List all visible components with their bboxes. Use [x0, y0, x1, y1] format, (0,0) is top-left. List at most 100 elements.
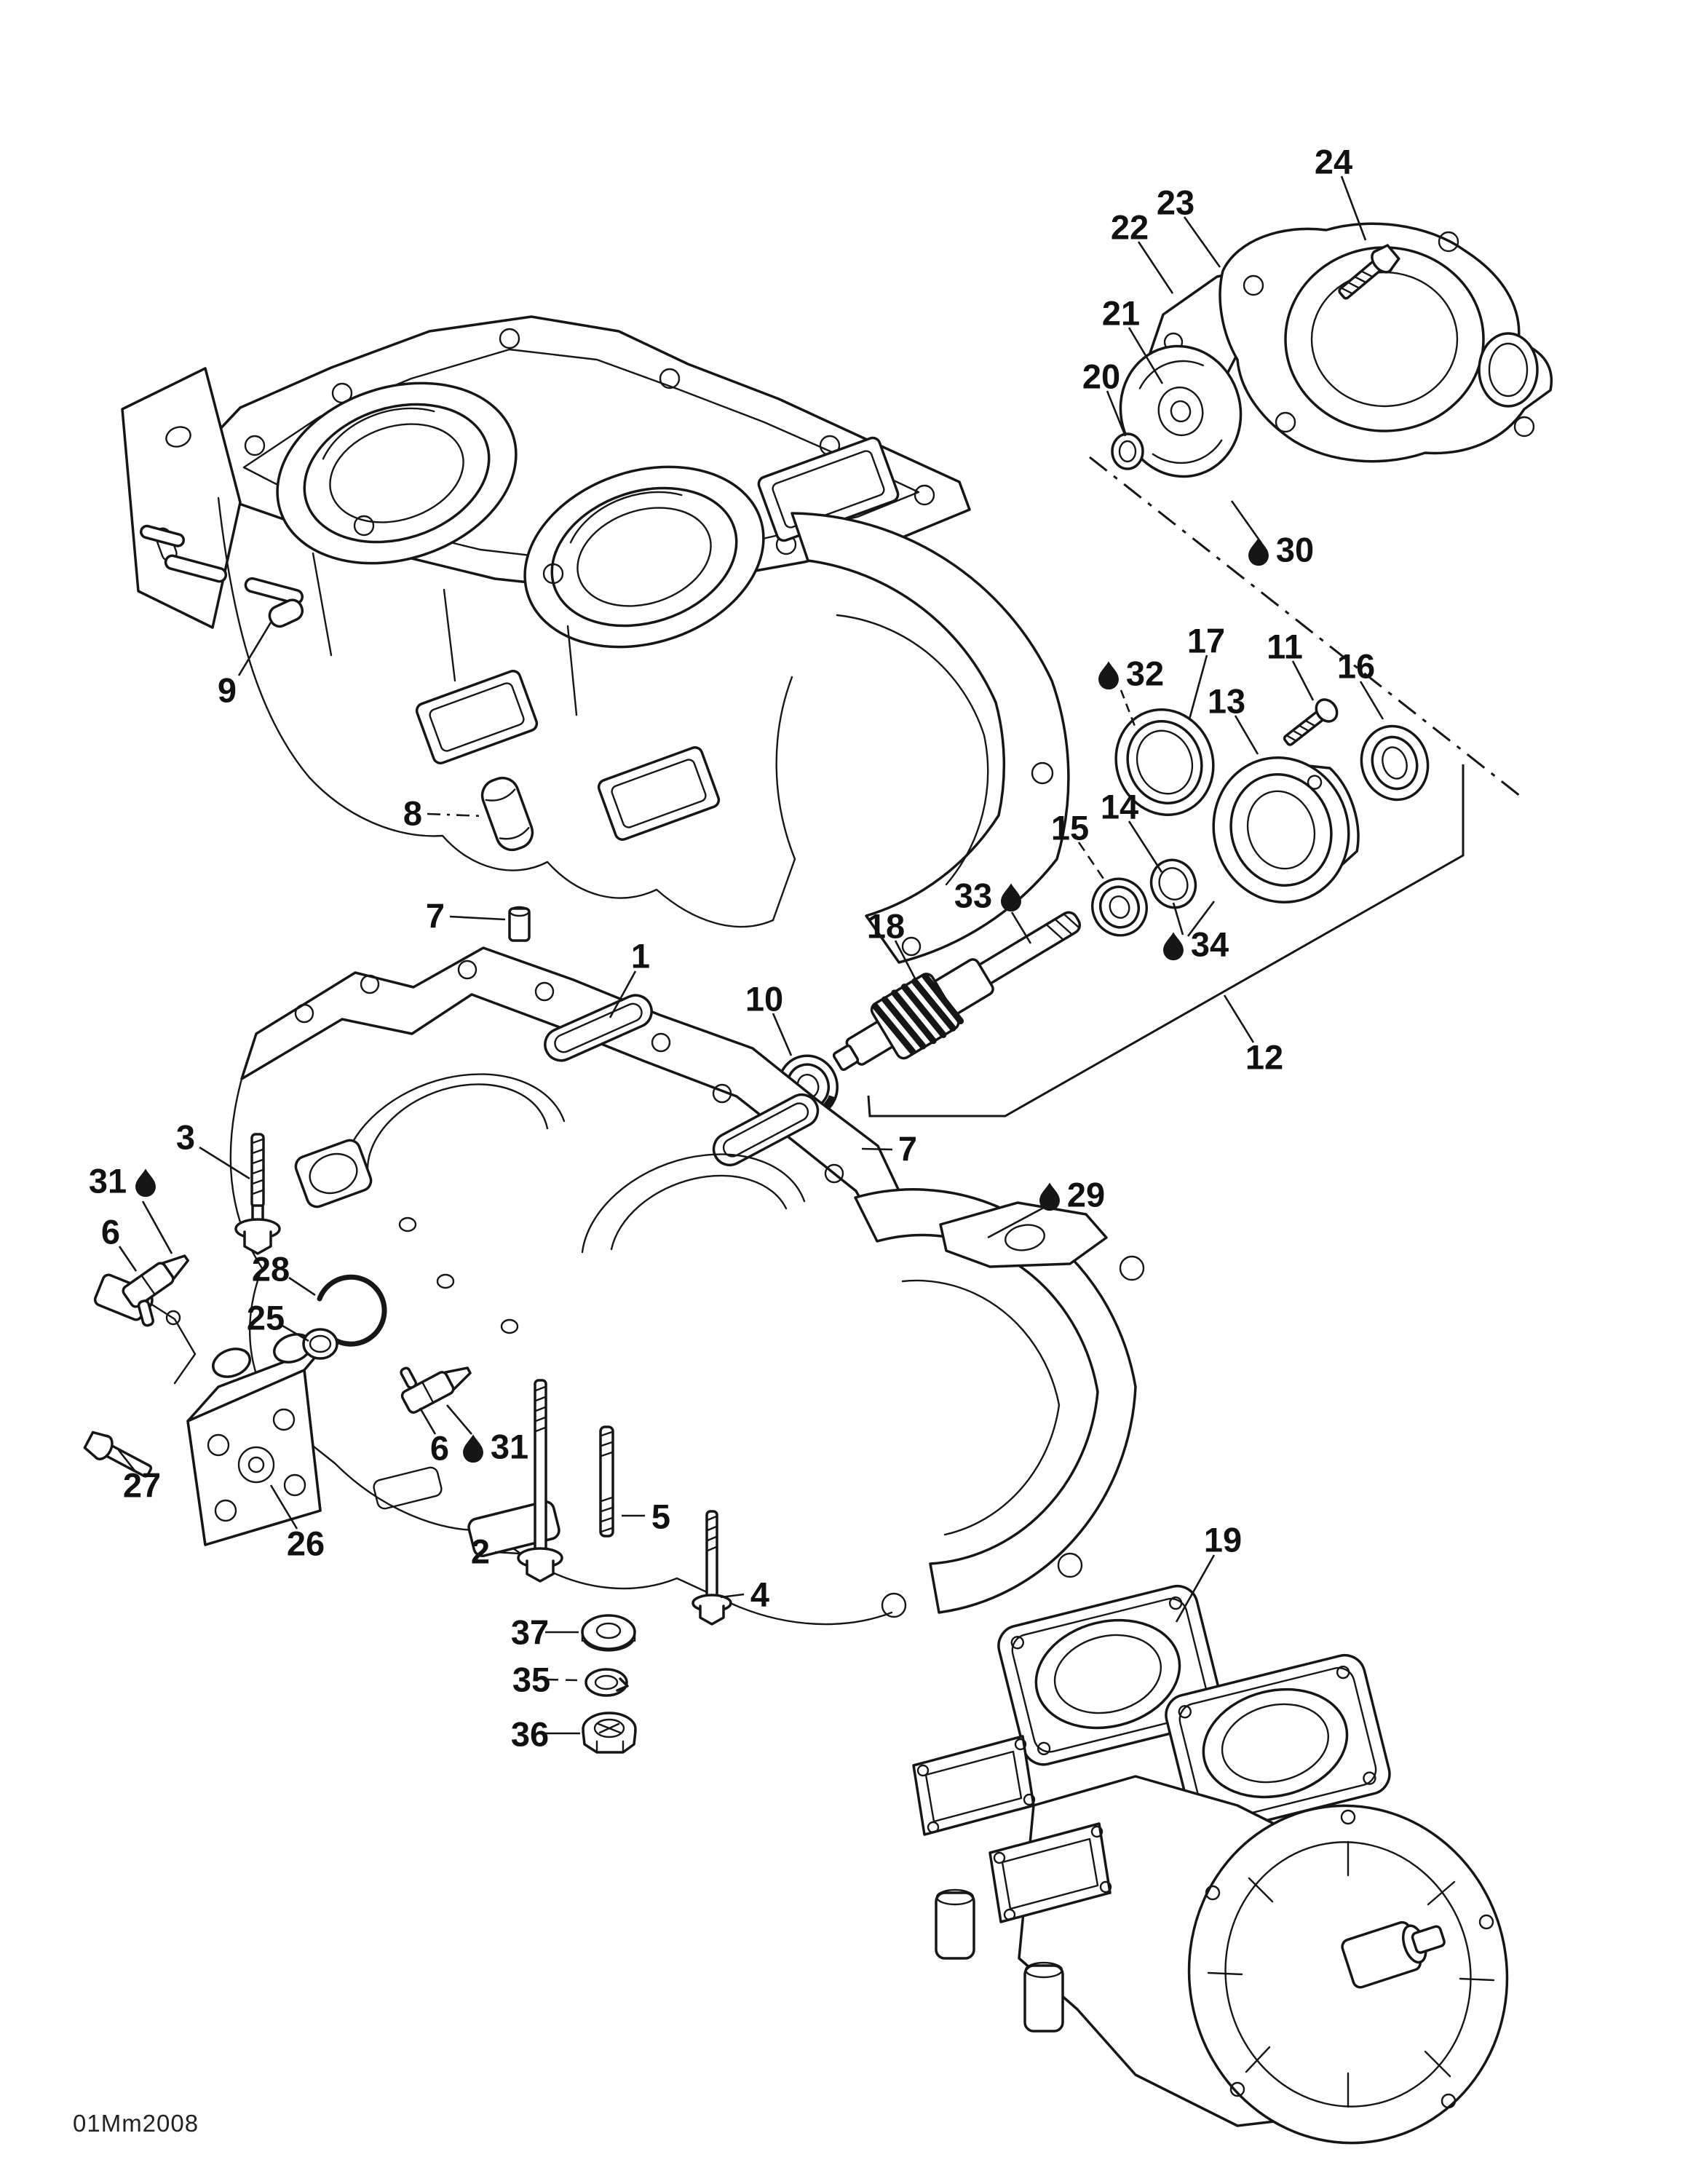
callout-label-29-oil-30: 29 — [1067, 1176, 1105, 1214]
leader-line — [288, 1276, 316, 1297]
upper-crankcase — [121, 315, 1070, 964]
callout-label-2-1: 2 — [471, 1532, 490, 1571]
callout-label-28-29: 28 — [252, 1250, 290, 1289]
leader-line — [449, 915, 506, 921]
callout-label-11-12: 11 — [1267, 628, 1303, 666]
leader-line — [720, 1593, 745, 1599]
stud-5 — [599, 1425, 614, 1538]
oil-drop-icon — [463, 1434, 483, 1463]
leader-line — [1137, 241, 1174, 294]
callout-label-21-22: 21 — [1102, 294, 1140, 333]
callout-label-19-20: 19 — [1204, 1521, 1242, 1559]
leader-line — [546, 1678, 578, 1682]
callout-label-9-10: 9 — [218, 671, 237, 710]
seal-group — [777, 698, 1430, 1118]
leader-line — [1077, 842, 1105, 879]
oil-pump-group — [83, 1133, 472, 1546]
nut-36 — [582, 1712, 637, 1754]
pump-lever — [137, 1294, 197, 1385]
bolt-4 — [692, 1510, 732, 1626]
seal-14 — [1149, 858, 1197, 909]
leader-line — [861, 1147, 893, 1151]
callout-label-18-19: 18 — [867, 907, 905, 946]
cylinder-bore-front — [276, 381, 518, 565]
part-code: 01Mm2008 — [73, 2110, 199, 2137]
plug-9 — [268, 598, 304, 628]
leader-line — [1128, 820, 1163, 873]
leader-line — [1340, 175, 1367, 241]
leader-line — [1186, 901, 1216, 937]
seal-carrier-13 — [1212, 756, 1360, 904]
leader-line — [894, 940, 916, 979]
leader-line — [1234, 715, 1259, 755]
callout-label-4-3: 4 — [750, 1575, 769, 1614]
leader-line — [1120, 689, 1137, 729]
leader-line — [1106, 390, 1127, 437]
leader-line — [1291, 660, 1315, 701]
bolt-2 — [517, 1379, 563, 1583]
gasket-slots — [294, 960, 844, 1184]
callout-label-15-16: 15 — [1051, 809, 1089, 847]
leader-line — [118, 1246, 138, 1272]
construction-lines — [867, 456, 1521, 1117]
flywheel-housing — [1187, 1804, 1509, 2145]
leader-line — [1172, 902, 1184, 935]
bolt-24 — [1338, 244, 1400, 300]
magneto-shroud — [790, 512, 1070, 964]
screw-11 — [1283, 698, 1339, 746]
leader-line — [419, 1407, 437, 1435]
leader-line — [117, 1449, 136, 1471]
group-bracket-12 — [867, 764, 1465, 1117]
bolt-3 — [234, 1133, 281, 1255]
oil-drop-icon — [1039, 1182, 1060, 1211]
callout-label-34-oil-36: 34 — [1191, 925, 1229, 964]
callout-label-6-5: 6 — [101, 1213, 120, 1251]
mount-bracket — [939, 1201, 1108, 1268]
water-pump-assembly — [1111, 222, 1553, 478]
callout-label-22-23: 22 — [1111, 208, 1149, 247]
callout-label-26-27: 26 — [287, 1524, 325, 1563]
callout-label-1-0: 1 — [631, 937, 650, 976]
callout-label-12-13: 12 — [1245, 1038, 1283, 1077]
leader-line — [1188, 654, 1208, 720]
leader-line — [1010, 911, 1032, 944]
callout-label-32-oil-34: 32 — [1126, 654, 1164, 693]
callout-label-5-4: 5 — [651, 1497, 670, 1536]
callout-label-7-8: 7 — [898, 1130, 917, 1168]
callout-label-13-14: 13 — [1208, 682, 1245, 721]
dowel-pin-7-upper — [508, 906, 531, 942]
impeller-21 — [1119, 344, 1243, 478]
leader-line — [282, 1324, 309, 1342]
callouts-layer: 1234566778910111213141516171819202122232… — [89, 143, 1384, 1754]
fasteners — [517, 1379, 732, 1754]
callout-label-16-17: 16 — [1337, 647, 1375, 686]
oil-drop-icon — [1098, 661, 1119, 690]
callout-label-3-2: 3 — [176, 1118, 195, 1157]
leader-line — [1175, 1554, 1216, 1623]
lock-washer-35 — [585, 1668, 629, 1697]
gear-shaft-18 — [832, 911, 1082, 1072]
bearing-16 — [1360, 724, 1430, 802]
axis-line — [1089, 456, 1521, 797]
fitting-6-upper — [122, 1254, 190, 1327]
reed-valve-plates — [912, 1735, 1112, 1923]
leader-line — [199, 1146, 250, 1180]
leader-line — [427, 812, 484, 818]
leader-line — [1359, 681, 1384, 720]
leader-line — [269, 1484, 298, 1530]
o-ring-20 — [1111, 432, 1144, 470]
callout-label-31-oil-32: 31 — [89, 1162, 127, 1200]
oil-drop-icon — [1163, 932, 1184, 961]
leader-line — [772, 1013, 793, 1056]
callout-label-23-24: 23 — [1157, 183, 1194, 222]
fitting-6-lower — [400, 1366, 472, 1414]
callout-label-10-11: 10 — [745, 980, 783, 1018]
callout-label-37-39: 37 — [511, 1613, 549, 1652]
oil-drop-icon — [1001, 883, 1021, 912]
callout-label-36-38: 36 — [511, 1715, 549, 1754]
leader-line — [141, 1200, 173, 1254]
leader-line — [1230, 500, 1263, 544]
seal-17 — [1114, 708, 1215, 816]
callout-label-14-15: 14 — [1101, 788, 1138, 826]
